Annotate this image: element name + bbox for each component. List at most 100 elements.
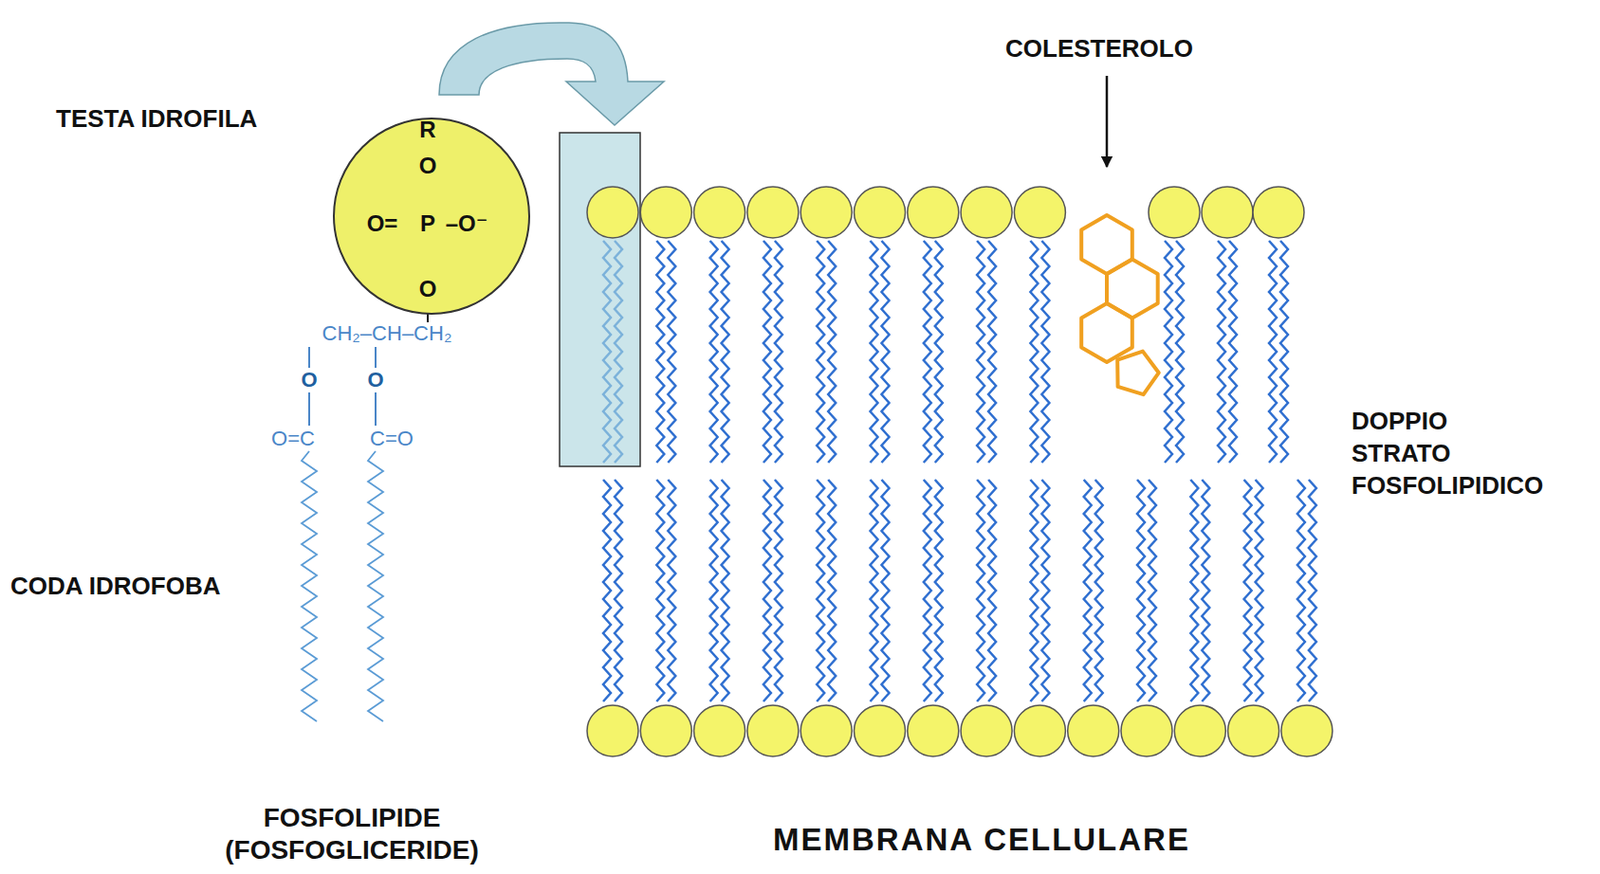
formula-atom: O [300,369,317,391]
formula-text: C=O [369,428,414,450]
formula-atom: O= [367,212,399,236]
lipid-tail [882,479,890,702]
lipid-tail [816,240,825,463]
formula-atom: –O⁻ [445,212,489,236]
glycerol-bonds [309,347,376,426]
lipid-tail [1041,240,1049,463]
leader-arrow [1105,75,1109,167]
lipid-head [960,186,1012,239]
lipid-tail [827,240,836,463]
lipid-tail [1201,479,1210,702]
fatty-acid-tail [367,451,384,722]
lipid-head [1148,186,1200,239]
lipid-head [1067,705,1120,757]
lipid-head [907,186,959,239]
formula-atom: O [419,277,438,301]
lipid-tail [1190,479,1198,702]
lipid-tail [1297,479,1306,702]
lipid-head [854,186,906,239]
lipid-head [1281,705,1333,757]
lipid-tail [774,479,783,702]
lipid-head [640,186,692,239]
lipid-tail [763,479,772,702]
lipid-tail [976,240,985,463]
figure-caption: FOSFOLIPIDE (FOSFOGLICERIDE) [224,802,479,866]
lipid-tail [656,479,664,702]
lipid-tail [614,479,623,702]
lipid-head [694,186,746,239]
formula-atom: P [420,212,436,236]
steroid-ring [1117,351,1159,396]
circle-shape [333,118,530,314]
lipid-head [747,186,799,239]
lipid-tail [923,240,932,463]
lipid-head [1228,705,1280,757]
lipid-tail [774,240,783,463]
lipid-head [587,186,639,239]
formula-text: O=C [271,428,315,450]
lipid-head [960,705,1012,757]
lipid-tail [1308,479,1317,702]
lipid-head [640,705,692,757]
lipid-head [1174,705,1226,757]
lipid-head [1013,705,1066,757]
lipid-head [747,705,799,757]
lipid-head [1252,186,1305,239]
formula-atom: R [419,118,436,142]
lipid-tail [710,479,718,702]
lipid-tail [721,479,730,702]
lipid-tail [870,240,879,463]
lipid-tail [988,240,996,463]
lipid-tail [710,240,718,463]
cholesterol-rings [1081,215,1159,395]
part-label: TESTA IDROFILA [55,104,258,134]
lipid-tail [935,479,943,702]
lipid-tail [1255,479,1264,702]
part-label: CODA IDROFOBA [10,571,221,602]
lipid-head [800,705,852,757]
lipid-tail [935,240,943,463]
figure-caption: MEMBRANA CELLULARE [772,821,1191,860]
head-circle: ROO=P–O⁻O [331,116,532,316]
lipid-head [800,186,852,239]
lipid-tail [1029,479,1038,702]
lipid-tail [1148,479,1157,702]
lipid-head [854,705,906,757]
lipid-tail [603,479,611,702]
lipid-tail [1244,479,1252,702]
lipid-tail [763,240,772,463]
part-label: COLESTEROLO [1005,34,1194,64]
lipid-tail [882,240,890,463]
lipid-tail [870,479,879,702]
lipid-tail [1268,240,1277,463]
lipid-tail [816,479,825,702]
lipid-tail [1164,240,1173,463]
lipid-tail [1041,479,1049,702]
lipid-tail [667,479,676,702]
lipid-head [1201,186,1253,239]
lipid-head [907,705,959,757]
lipid-tail [667,240,676,463]
lipid-head [1121,705,1173,757]
lipid-tail [721,240,730,463]
fatty-acid-tail [301,451,317,722]
lipid-tail [1095,479,1104,702]
lipid-tail [656,240,664,463]
lipid-tails [301,240,1317,722]
lipid-tail [988,479,996,702]
lipid-tail [1084,479,1092,702]
lipid-head [694,705,746,757]
lipid-tail [976,479,985,702]
lipid-tail [1137,479,1145,702]
lipid-head [1013,186,1066,239]
lipid-tail [827,479,836,702]
steroid-ring [1081,303,1133,363]
lipid-head [587,705,639,757]
curved-arrow [439,22,664,126]
lipid-tail [923,479,932,702]
lipid-tail [1029,240,1038,463]
lipid-tail [1229,240,1237,463]
highlight-box [559,132,641,467]
lipid-tail [1217,240,1226,463]
lipid-heads [587,186,1333,757]
